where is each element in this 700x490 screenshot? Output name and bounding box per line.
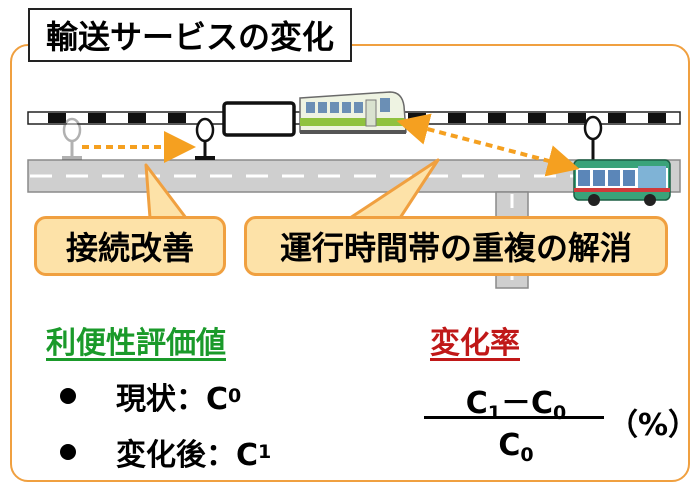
numerator-c1-sub: 1 [487, 402, 501, 424]
bullet-icon [60, 444, 76, 460]
bus-icon [573, 159, 671, 206]
rate-denominator: C0 [428, 428, 604, 466]
denominator-c0: C [498, 428, 521, 463]
train-icon [299, 91, 407, 134]
overlap-arrow [396, 113, 580, 177]
bus-stop-faded-icon [62, 117, 82, 160]
page-title: 輸送サービスの変化 [28, 8, 353, 62]
railway-station [222, 101, 296, 137]
bus-stop-icon [195, 117, 215, 160]
numerator-minus-c0: －C [501, 386, 554, 421]
evaluation-after-sub: 1 [258, 441, 272, 463]
bullet-icon [60, 388, 76, 404]
rate-unit: （%） [608, 408, 699, 443]
callout-connection: 接続改善 [34, 216, 226, 276]
evaluation-after-label: 変化後：C [116, 438, 259, 473]
evaluation-heading: 利便性評価値 [46, 326, 226, 361]
fraction-bar [424, 416, 604, 419]
callout-overlap: 運行時間帯の重複の解消 [244, 216, 668, 276]
bus-stop-right-icon [583, 115, 603, 160]
denominator-c0-sub: 0 [520, 444, 534, 466]
evaluation-current-sub: 0 [228, 385, 242, 407]
evaluation-current-label: 現状：C [116, 382, 229, 417]
numerator-c1: C [465, 386, 488, 421]
numerator-c0-sub: 0 [553, 402, 567, 424]
rate-heading: 変化率 [430, 326, 520, 361]
